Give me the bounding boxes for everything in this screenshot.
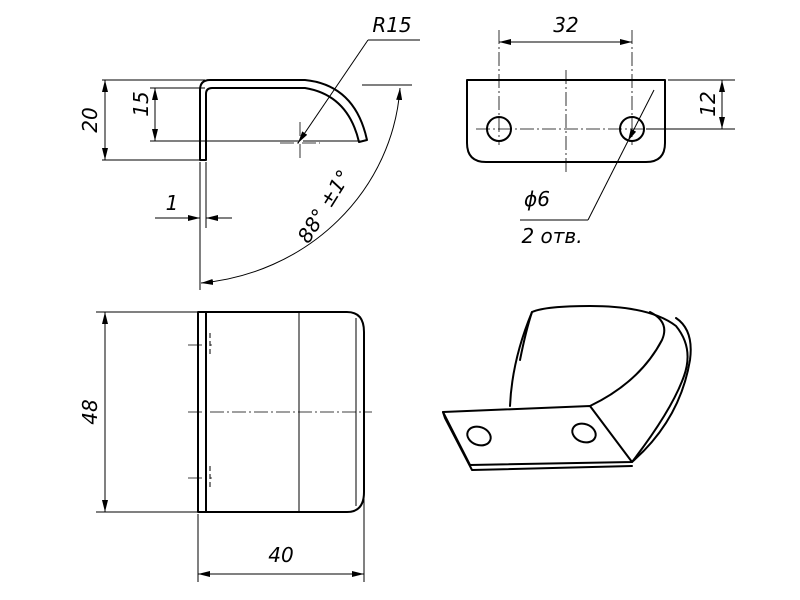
dimension-label-1: 1 <box>166 191 179 215</box>
iso-curved-wall <box>509 305 689 463</box>
angle-arc <box>200 87 403 285</box>
iso-base-plate <box>442 405 633 466</box>
dimension-label-20: 20 <box>78 107 102 132</box>
dimension-label-12: 12 <box>696 91 720 116</box>
isometric-view <box>442 305 692 471</box>
iso-outer-edge <box>631 317 692 463</box>
radius-leader <box>297 39 369 144</box>
dimension-label-15: 15 <box>129 91 153 116</box>
mounting-hole <box>619 116 645 142</box>
iso-curved-wall-edge <box>589 311 666 407</box>
side-view: 20 15 1 R15 88° ±1° <box>78 13 420 290</box>
front-view: 48 40 <box>78 311 372 582</box>
dimension-label-40: 40 <box>268 543 293 567</box>
radius-label: R15 <box>372 13 411 37</box>
side-view-profile <box>199 79 368 161</box>
iso-base-edge <box>442 411 633 471</box>
dimension-label-32: 32 <box>553 13 578 37</box>
hole-diameter-label: ϕ6 <box>524 187 550 211</box>
iso-wall-thickness <box>519 311 533 361</box>
iso-mounting-hole <box>571 422 597 444</box>
top-view: 32 12 ϕ6 2 отв. <box>466 13 735 248</box>
mounting-hole <box>486 116 512 142</box>
hole-leader <box>627 89 655 142</box>
iso-mounting-hole <box>466 425 492 447</box>
front-view-outline <box>197 311 365 513</box>
dimension-label-48: 48 <box>78 399 102 424</box>
hole-count-label: 2 отв. <box>521 224 582 248</box>
top-view-outline <box>466 79 666 163</box>
hole-leader <box>587 140 629 221</box>
angle-label: 88° ±1° <box>292 165 355 247</box>
